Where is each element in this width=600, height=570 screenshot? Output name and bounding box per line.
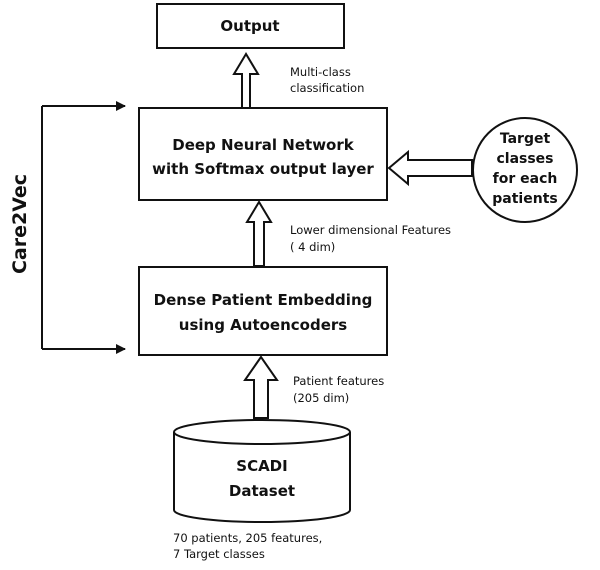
dataset-label-line1: SCADI <box>236 457 287 475</box>
output-node: Output <box>156 3 345 49</box>
targets-label-line3: for each <box>493 171 558 187</box>
dataset-to-embedding-label-line1: Patient features <box>293 374 384 388</box>
targets-label-line4: patients <box>492 191 557 207</box>
dnn-label-line2: with Softmax output layer <box>152 160 374 178</box>
dnn-to-output-label-line2: classification <box>290 81 364 95</box>
dnn-node: Deep Neural Network with Softmax output … <box>138 107 388 201</box>
cylinder-top <box>173 419 351 445</box>
embedding-to-dnn-arrow <box>245 200 273 267</box>
hollow-up-arrow <box>232 52 260 111</box>
dataset-label-line2: Dataset <box>229 482 295 500</box>
output-label: Output <box>220 17 279 35</box>
dnn-to-output-label-line1: Multi-class <box>290 65 351 79</box>
target-classes-node: Target classes for each patients <box>472 117 578 223</box>
targets-to-dnn-arrow <box>387 149 473 187</box>
embedding-label-line2: using Autoencoders <box>179 316 348 334</box>
targets-label-line1: Target <box>500 131 551 147</box>
dnn-label-line1: Deep Neural Network <box>172 136 355 154</box>
hollow-up-arrow <box>243 355 279 419</box>
dataset-note-line1: 70 patients, 205 features, <box>173 531 322 545</box>
embedding-node: Dense Patient Embedding using Autoencode… <box>138 266 388 356</box>
cylinder-body <box>173 432 351 523</box>
hollow-left-arrow <box>387 149 473 187</box>
embedding-to-dnn-label-line1: Lower dimensional Features <box>290 223 451 237</box>
dataset-to-embedding-arrow <box>243 355 279 419</box>
care2vec-bracket <box>41 101 126 354</box>
hollow-up-arrow <box>245 200 273 267</box>
embedding-label-line1: Dense Patient Embedding <box>154 291 373 309</box>
dataset-to-embedding-label-line2: (205 dim) <box>293 391 349 405</box>
targets-label-line2: classes <box>496 151 553 167</box>
embedding-to-dnn-label-line2: ( 4 dim) <box>290 240 335 254</box>
dataset-node: SCADI Dataset <box>173 419 351 523</box>
care2vec-label: Care2Vec <box>9 174 31 274</box>
dnn-to-output-arrow <box>232 52 260 111</box>
dataset-note-line2: 7 Target classes <box>173 547 265 561</box>
